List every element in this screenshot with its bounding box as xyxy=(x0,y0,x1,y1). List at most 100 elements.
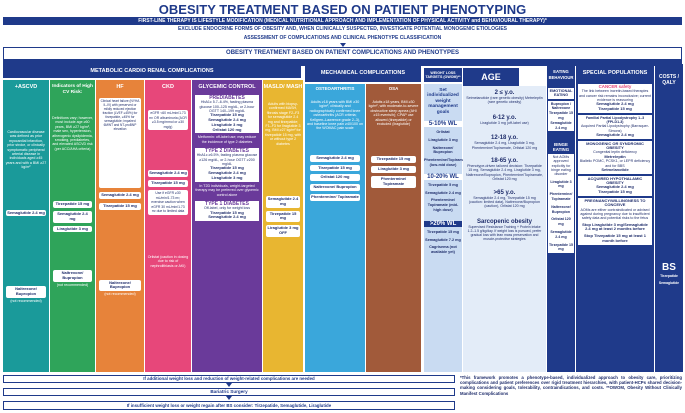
masld-column: MASLD/ MASH Adults with biopsy-confirmed… xyxy=(263,80,303,372)
eating-behaviour-header: EATING BEHAVIOUR xyxy=(547,64,575,86)
ascvd-text: Cardiovascular disease was defined as pr… xyxy=(5,130,47,170)
cancer-drug-2: Tirzepatide 15 mg xyxy=(598,105,632,111)
monogenic-block: MONOGENIC OR SYNDROMIC OBESITY Congenita… xyxy=(578,140,652,174)
mono-drug-2: Setmelanotide xyxy=(601,167,629,173)
age-4-text: Phenotype-driven tailored decision: Tirz… xyxy=(466,164,543,182)
hf-title: HF xyxy=(116,84,124,90)
wl-g1-drug-3: Naltrexone/ Bupropion xyxy=(432,145,454,155)
hf-drug-2: Tirzepatide 15 mg xyxy=(99,202,141,210)
lipodystrophy-block: Familial Partial Lipodystrophy 1–3 (FPLD… xyxy=(578,114,652,139)
age-3-text: Semaglutide 2.4 mg, Liraglutide 3 mg, Ph… xyxy=(471,141,538,150)
sarcopenic-text: Supervised Resistance Training + Protein… xyxy=(467,224,542,242)
mechanical-header: MECHANICAL COMPLICATIONS xyxy=(305,64,421,82)
emotional-list: Bupropion / Naltrexone Tirzepatide 15 mg… xyxy=(548,100,574,132)
wl-g2-drug-2: Semaglutide 2.4 mg xyxy=(425,190,461,195)
oa-drug-5: Phentermine/ Topiramate xyxy=(310,194,360,201)
pregnancy-block: PREGNANCY/WILLINGNESS TO CONCEIVE AOMs a… xyxy=(578,198,652,245)
binge-drug-5: Semaglutide 2.4 mg xyxy=(550,230,572,239)
hf-drug-3: Naltrexone/ Bupropion xyxy=(99,279,141,292)
high-cv-drug-1: Tirzepatide 15 mg xyxy=(53,201,92,209)
arrow-down-icon xyxy=(340,43,346,47)
header-band xyxy=(3,60,682,66)
assessment-bar: ASSESSMENT OF COMPLICATIONS AND CLINICAL… xyxy=(243,35,442,41)
ckd-drug-1: Semaglutide 2.4 mg xyxy=(148,170,188,178)
oa-drug-1: Semaglutide 2.4 mg xyxy=(310,154,360,162)
mono-text-2: Biallelic POMC, PCSK1, or LEPR deficienc… xyxy=(579,159,651,168)
t1d-text: Off-label, only for weight loss xyxy=(203,206,251,211)
lipo-drug-1: Semaglutide 2.4 mg xyxy=(596,131,634,137)
binge-list: Not AOMs approved explicitly for binge e… xyxy=(548,154,574,254)
ckd-sub: Use if eGFR ≥30 mL/min/1.73 m²; exercise… xyxy=(148,189,188,215)
t1d-block: TYPE 1 DIABETES Off-label, only for weig… xyxy=(195,200,259,222)
t2d-drug-3: Liraglutide 3 mg xyxy=(211,174,243,180)
eating-column: EMOTIONAL EATING Bupropion / Naltrexone … xyxy=(547,86,575,372)
t2d-block: TYPE 2 DIABETES HbA1c ≥6.5%, fasting pla… xyxy=(195,148,259,182)
first-line-therapy-bar: FIRST-LINE THERAPY IS LIFESTYLE MODIFICA… xyxy=(3,17,682,25)
footnote: *This framework promotes a phenotype-bas… xyxy=(460,375,682,396)
ckd-note: Orlistat (caution in dosing due to risk … xyxy=(147,254,189,268)
high-cv-title: Indicators of High CV Risk: xyxy=(52,84,93,95)
ascvd-note: (not recommended) xyxy=(10,299,42,304)
hf-column: HF Clinical heart failure (NYHA II–IV) w… xyxy=(96,80,144,372)
weight-loss-column: Set individualized weight management goa… xyxy=(424,84,469,372)
t2d-drug-1: Tirzepatide 15 mg xyxy=(210,165,244,171)
age-2: 6-12 y.o. xyxy=(492,114,517,121)
wl-g3-drug-2: Semaglutide 7.2 mg xyxy=(425,237,461,242)
wl-g1-drug-4: Phentermine/Topiramate (low-mid dose) xyxy=(424,158,469,168)
binge-text: Not AOMs approved explicitly for binge e… xyxy=(551,155,571,177)
osa-title: OSA xyxy=(388,86,399,91)
glycemic-title: GLYCEMIC CONTROL xyxy=(198,84,256,90)
prediabetes-note: Metformin: off-label use; may reduce the… xyxy=(197,135,257,144)
oa-text: Adults ≥18 years with BMI ≥30 kg/m², cli… xyxy=(307,100,363,131)
osteoarthritis-column: OSTEOARTHRITIS Adults ≥18 years with BMI… xyxy=(305,84,365,372)
oa-drug-2: Tirzepatide 15 mg xyxy=(310,164,360,172)
mono-drug-1: Metreleptin xyxy=(604,153,626,159)
osa-drug-2: Liraglutide 3 mg xyxy=(371,166,416,174)
cancer-title: CANCER safety xyxy=(598,84,632,89)
age-1: 2 ≤ y.o. xyxy=(494,90,515,96)
hypo-drug-2: Tirzepatide 15 mg xyxy=(598,189,632,195)
prediabetes-block: PREDIABETES HbA1c 5.7–6.4%, fasting plas… xyxy=(195,95,259,134)
cancer-drug-1: Semaglutide 2.4 mg xyxy=(596,101,634,107)
ckd-text: eGFR <60 mL/min/1.73 m² OR albuminuria (… xyxy=(148,110,188,131)
cancer-block: CANCER safety The link between incretin-… xyxy=(578,84,652,113)
age-5: >65 y.o. xyxy=(493,189,516,196)
age-5-text: Semaglutide 2.4 mg, Tirzepatide 15 mg (c… xyxy=(468,195,541,209)
special-populations-header: SPECIAL POPULATIONS xyxy=(576,64,654,82)
age-3: 12-18 y.o. xyxy=(491,135,518,142)
prediabetes-title: PREDIABETES xyxy=(209,95,245,101)
lipo-text: Acquired Partial Lipodystrophy (Barraque… xyxy=(580,124,650,133)
t1d-title: TYPE 1 DIABETES xyxy=(205,200,249,207)
hf-text: Clinical heart failure (NYHA II–IV) with… xyxy=(99,98,141,188)
t1d-drug-1: Tirzepatide 15 mg xyxy=(210,209,244,215)
mono-title: MONOGENIC OR SYNDROMIC OBESITY xyxy=(586,140,644,151)
cost-drug-2: Semaglutide xyxy=(658,281,680,286)
oa-title: OSTEOARTHRITIS xyxy=(315,86,355,91)
preg-title: PREGNANCY/WILLINGNESS TO CONCEIVE xyxy=(584,198,646,208)
pre-drug-4: Orlistat 120 mg xyxy=(212,126,242,132)
hf-note: (not recommended) xyxy=(104,292,136,297)
preg-drug-2: Stop Tirzepatide 15 mg at least 1 month … xyxy=(584,233,646,243)
bariatric-surgery-label: BS xyxy=(662,262,676,273)
age-2-text: Liraglutide 3 mg (off-label use) xyxy=(480,120,529,125)
high-cv-drug-3: Liraglutide 3 mg xyxy=(53,225,92,233)
bariatric-surgery-bar: Bariatric Surgery xyxy=(3,388,455,396)
binge-drug-6: Tirzepatide 15 mg xyxy=(549,242,573,252)
lipo-title: Familial Partial Lipodystrophy 1–3 (FPLD… xyxy=(585,115,645,125)
wl-goal-3: >20% WL xyxy=(424,220,462,227)
wl-g3-drug-1: Tirzepatide 15 mg xyxy=(426,229,459,234)
emo-drug-3: Semaglutide 2.4 mg xyxy=(550,120,572,130)
high-cv-drug-2: Semaglutide 2.4 mg xyxy=(53,211,92,223)
osa-text: Adults ≥18 years, BMI ≥30 kg/m², with mo… xyxy=(368,100,419,127)
hf-drug-1: Semaglutide 2.4 mg xyxy=(99,192,141,199)
binge-drug-2: Phentermine/ Topiramate xyxy=(549,192,573,202)
wl-g2-drug-3: Phentermine/ Topiramate (mid-high dose) xyxy=(427,198,459,212)
hypo-title: ACQUIRED HYPOTHALAMIC OBESITY xyxy=(587,175,643,186)
masld-text: Adults with biopsy-confirmed MASH, fibro… xyxy=(265,102,301,146)
weight-loss-targets-header: WEIGHT LOSS TARGETS (OWOM)** xyxy=(424,68,462,82)
t2d-note: In T2D individuals, weight-targeted ther… xyxy=(195,183,259,197)
insufficient-weight-loss-bar: If insufficient weight loss or weight re… xyxy=(3,401,455,410)
osa-drug-1: Tirzepatide 15 mg xyxy=(371,156,416,164)
wl-goal-1: 5-10% WL xyxy=(424,121,462,128)
cost-drug-1: Tirzepatide xyxy=(660,274,678,279)
